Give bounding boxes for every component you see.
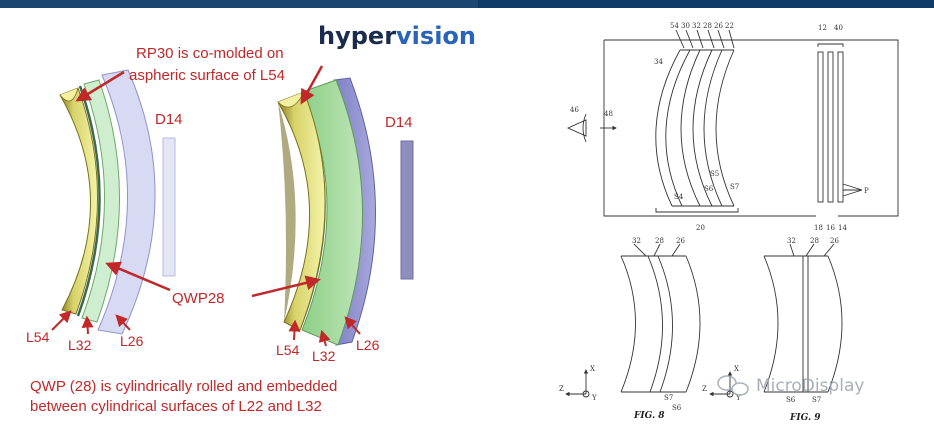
- pat-num-26: 26: [714, 22, 723, 30]
- fig9-num-28: 28: [810, 237, 819, 245]
- fig8-axis-y: Y: [591, 394, 597, 402]
- pat-num-48: 48: [604, 110, 613, 118]
- patent-fig9: [709, 243, 843, 398]
- pat-num-40: 40: [834, 24, 843, 32]
- rp30-arrow-b: [300, 65, 324, 105]
- fig9-axis-x: X: [734, 365, 739, 373]
- label-l54-b: L54: [276, 342, 300, 358]
- label-l26-a: L26: [120, 333, 144, 349]
- pat-num-16: 16: [826, 224, 835, 232]
- d14-label-b: D14: [385, 114, 413, 131]
- patent-figure-top: [566, 29, 899, 217]
- fig8-num-32: 32: [632, 237, 641, 245]
- bottom-caption-line2: between cylindrical surfaces of L22 and …: [30, 398, 322, 415]
- fig9-axis-z: Z: [702, 385, 707, 393]
- patent-top-numbers: 54 30 32 28 26 22 12 40 46 48 34 S5 S6 S…: [570, 22, 869, 232]
- qwp28-film-a: [76, 85, 101, 317]
- label-l26-b: L26: [356, 337, 380, 353]
- display-d14-b: [400, 140, 414, 280]
- top-banner-bar-right: [478, 0, 934, 8]
- wechat-watermark: MicroDisplay: [717, 375, 864, 396]
- logo-part-1: hyper: [318, 22, 396, 50]
- fig9-s6: S6: [786, 396, 796, 404]
- lens-l32-b: [301, 79, 363, 346]
- pat-num-14: 14: [838, 224, 847, 232]
- logo-part-2: vision: [396, 22, 476, 50]
- pat-s4: S4: [674, 193, 684, 201]
- fig8-s7: S7: [664, 394, 673, 402]
- fig8-num-26: 26: [676, 237, 685, 245]
- watermark-text: MicroDisplay: [756, 376, 864, 396]
- arrow-l26-b: [344, 316, 361, 335]
- pat-p-label: P: [864, 187, 869, 195]
- fig8-axis-z: Z: [559, 385, 564, 393]
- fig8-axis-x: X: [590, 365, 595, 373]
- pat-s6: S6: [704, 185, 714, 193]
- pat-s5: S5: [710, 170, 719, 178]
- arrow-l32-b: [318, 329, 331, 347]
- pat-num-32: 32: [692, 22, 701, 30]
- pat-num-18: 18: [814, 224, 823, 232]
- patent-fig8: [565, 243, 701, 398]
- arrow-l32-a: [81, 315, 94, 335]
- fig8-s6: S6: [672, 404, 682, 412]
- hypervision-logo: hypervision: [318, 22, 476, 50]
- pat-num-20: 20: [696, 224, 705, 232]
- lens-l26-a: [97, 69, 156, 335]
- label-l54-a: L54: [26, 329, 50, 345]
- qwp28-arrow-right: [251, 275, 321, 298]
- top-banner-bar: [0, 0, 934, 8]
- fig8-caption: FIG. 8: [633, 411, 665, 421]
- pat-num-30: 30: [681, 22, 690, 30]
- rp30-title-line2: aspheric surface of L54: [129, 67, 285, 84]
- pat-s7: S7: [730, 183, 739, 191]
- lens-l32-a: [81, 79, 120, 323]
- fig9-s7: S7: [812, 396, 821, 404]
- label-l32-b: L32: [312, 348, 336, 364]
- pat-num-46: 46: [570, 106, 579, 114]
- label-l32-a: L32: [68, 337, 92, 353]
- fig9-caption: FIG. 9: [789, 413, 821, 423]
- qwp28-label: QWP28: [172, 290, 225, 307]
- fig9-axis-y: Y: [735, 394, 741, 402]
- exploded-lens-stack: [59, 69, 156, 335]
- arrow-l26-a: [115, 314, 131, 331]
- lens-l54-a: [59, 87, 98, 315]
- pat-num-22: 22: [725, 22, 734, 30]
- pat-num-34: 34: [654, 58, 663, 66]
- pat-num-28: 28: [703, 22, 712, 30]
- arrow-l54-a: [51, 310, 72, 331]
- pat-num-12: 12: [818, 24, 827, 32]
- arrow-l54-b: [288, 319, 301, 341]
- rp30-title-line1: RP30 is co-molded on: [136, 45, 284, 62]
- bottom-caption-line1: QWP (28) is cylindrically rolled and emb…: [30, 378, 337, 395]
- d14-label-a: D14: [155, 111, 183, 128]
- pat-num-54: 54: [670, 22, 679, 30]
- rp30-arrow: [75, 70, 125, 102]
- display-d14-a: [162, 137, 176, 277]
- fig8-num-28: 28: [655, 237, 664, 245]
- assembled-lens-stack: [277, 77, 376, 346]
- fig9-num-32: 32: [787, 237, 796, 245]
- qwp28-arrow-left: [105, 261, 171, 292]
- fig9-num-26: 26: [830, 237, 839, 245]
